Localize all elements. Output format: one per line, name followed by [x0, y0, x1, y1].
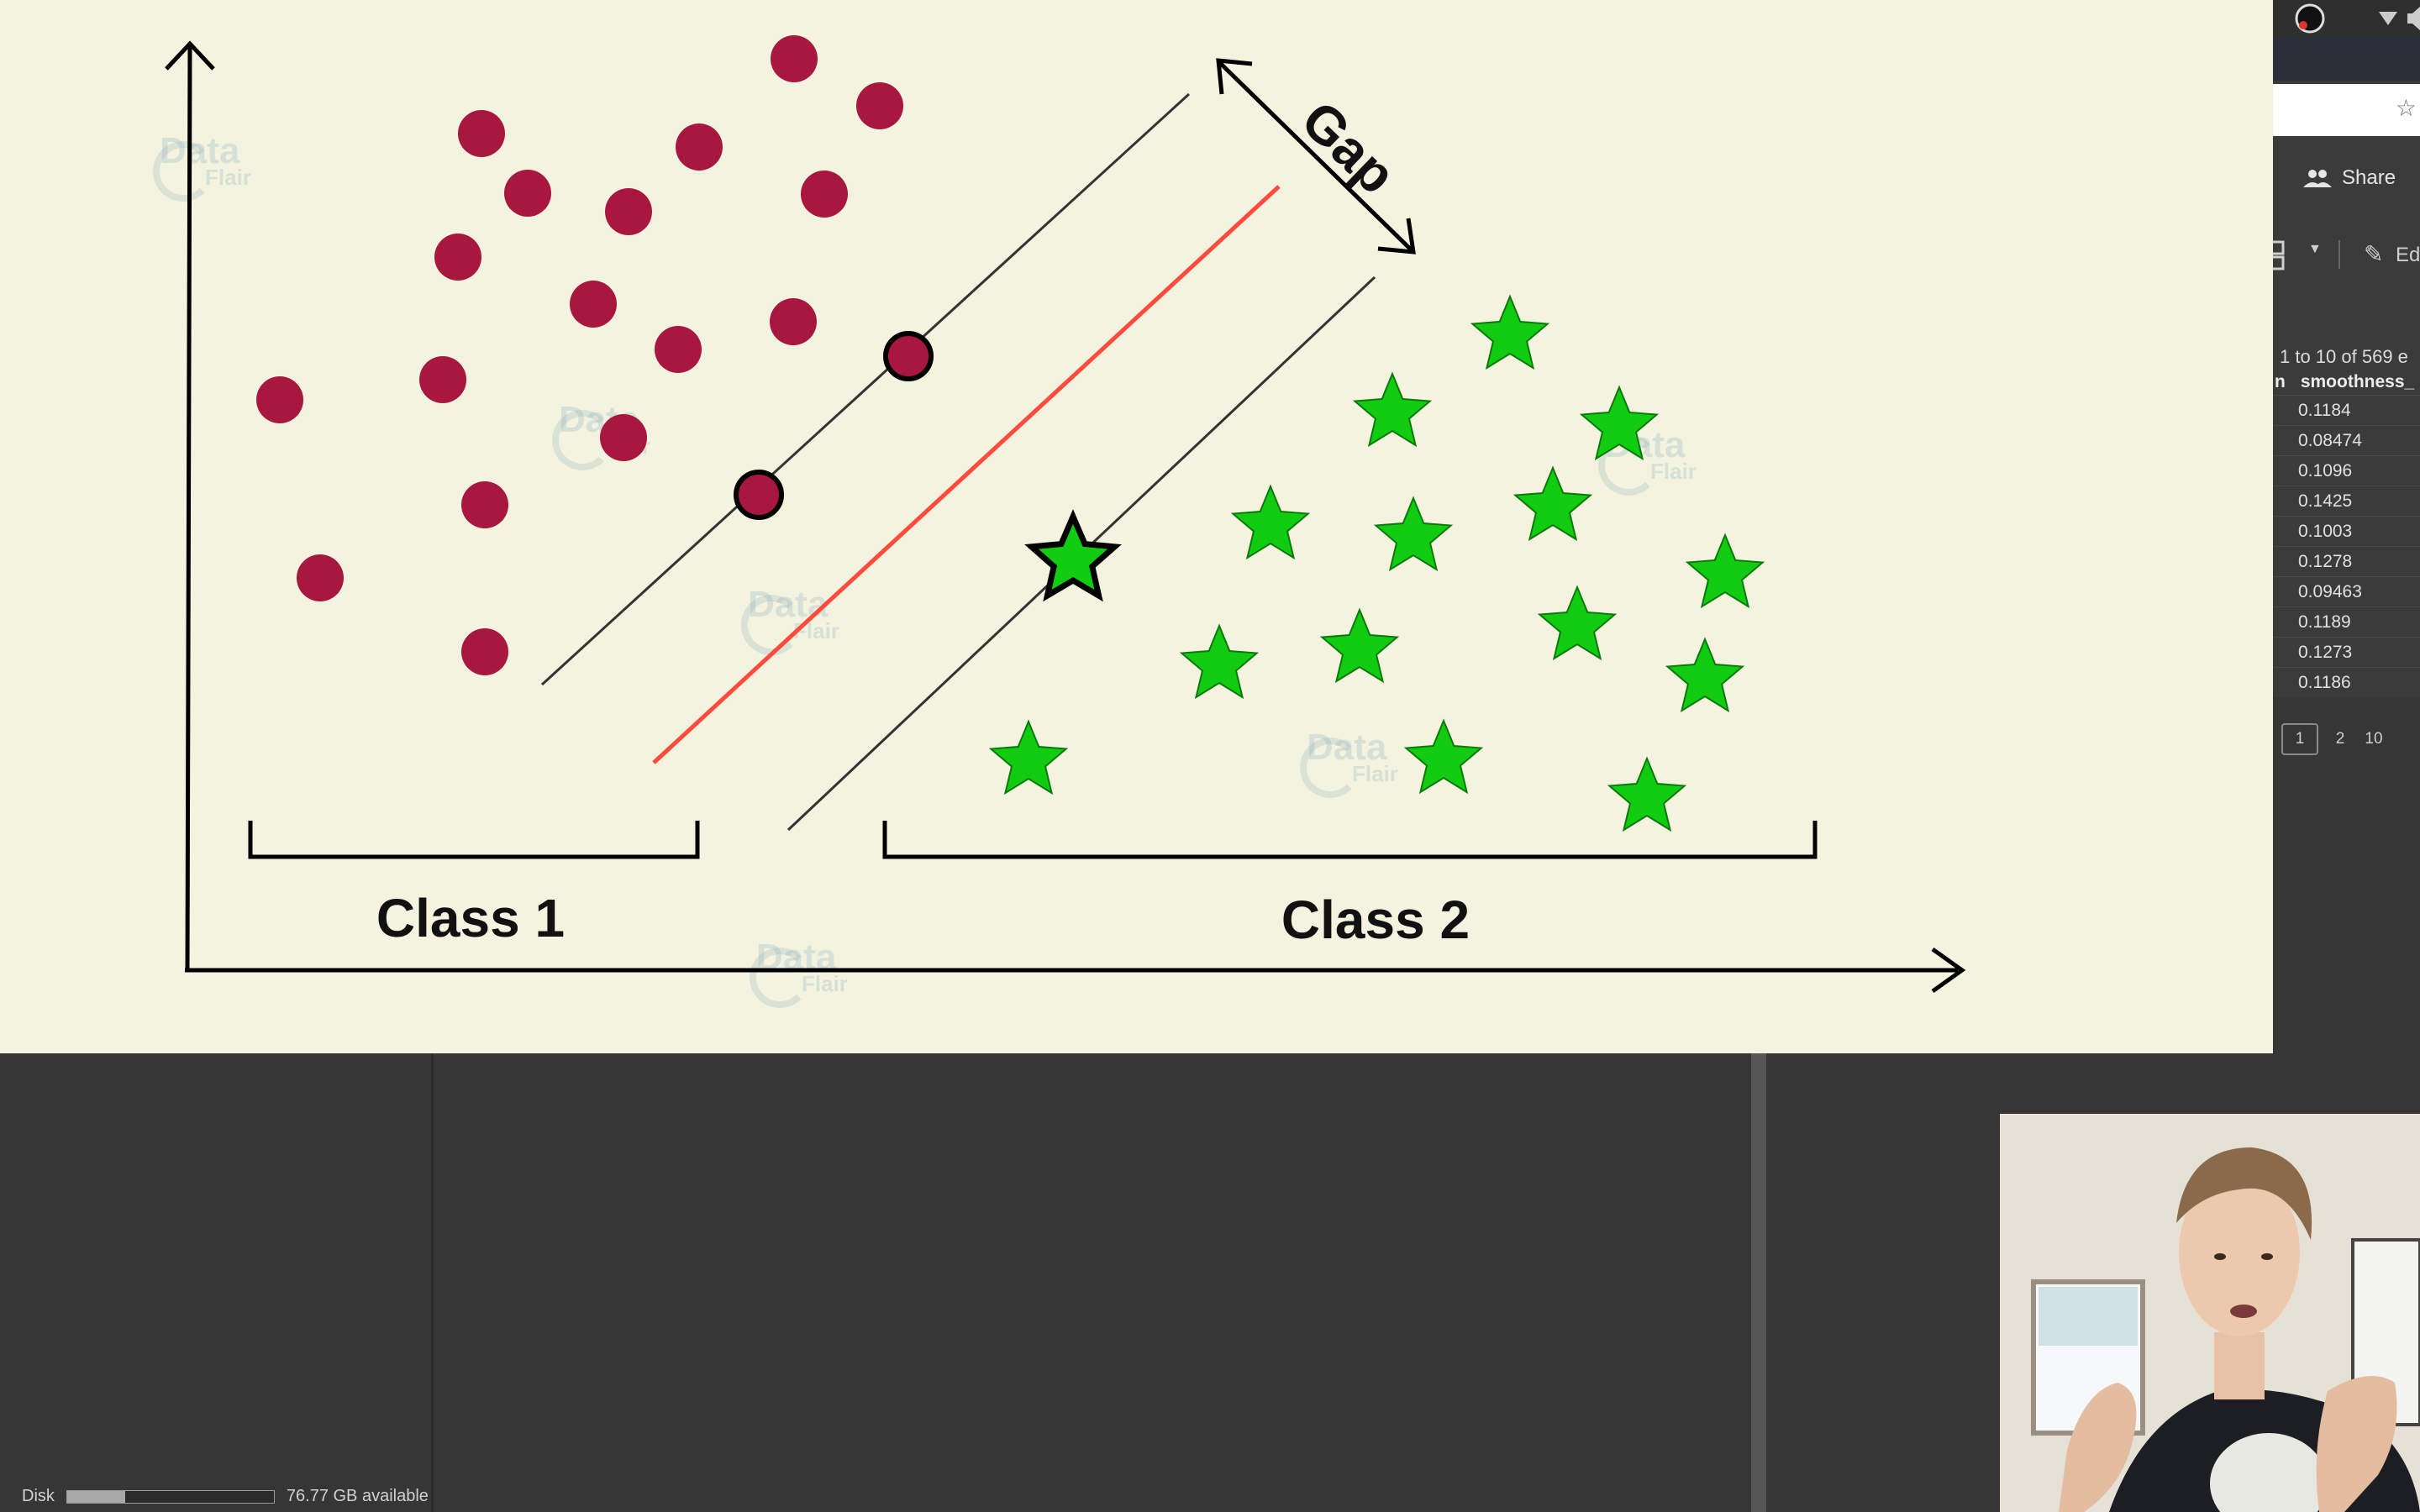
share-label: Share — [2342, 166, 2396, 189]
class2-points — [988, 294, 1765, 832]
class2-point — [1352, 371, 1433, 448]
class1-point — [458, 110, 505, 157]
class1-point — [655, 326, 702, 373]
people-icon — [2303, 170, 2332, 187]
toolbar-row: ▼ ✎ Edi — [2273, 235, 2420, 274]
class1-point — [676, 123, 723, 171]
table-cell: 0.1096 — [2273, 455, 2420, 486]
class1-point — [297, 554, 344, 601]
table-cell: 0.09463 — [2273, 576, 2420, 606]
system-tray — [2273, 0, 2420, 37]
class2-point — [1470, 294, 1550, 370]
class2-point — [1403, 718, 1484, 795]
bookmark-star-icon[interactable]: ☆ — [2395, 95, 2417, 121]
obs-icon[interactable] — [2295, 3, 2325, 34]
disk-usage-bar — [66, 1489, 275, 1504]
class2-point — [1537, 585, 1618, 661]
class2-point — [1230, 484, 1311, 560]
class1-point — [600, 414, 647, 461]
volume-icon[interactable] — [2407, 7, 2420, 30]
class2-point — [1319, 607, 1400, 684]
hyperplane-line — [652, 185, 1281, 764]
class1-point — [856, 82, 903, 129]
class2-support-vector — [1024, 509, 1122, 602]
class1-point — [256, 376, 303, 423]
class2-point — [1373, 496, 1454, 572]
class1-support-vector — [734, 470, 784, 520]
class2-point — [1665, 637, 1745, 713]
class1-point — [434, 234, 481, 281]
gap-label: Gap — [1290, 89, 1407, 205]
disk-label: Disk — [22, 1487, 55, 1505]
presenter-video-icon — [2000, 1114, 2420, 1512]
class2-point — [1685, 533, 1765, 609]
column-header[interactable]: n smoothness_ — [2273, 370, 2420, 395]
class2-point — [1579, 385, 1660, 461]
class2-point — [1512, 465, 1593, 542]
column-header-name: smoothness_ — [2300, 372, 2415, 391]
page-button[interactable]: 2 — [2335, 730, 2345, 748]
layout-icon[interactable] — [2273, 239, 2307, 272]
table-cell: 0.1273 — [2273, 637, 2420, 667]
table-cell: 0.08474 — [2273, 425, 2420, 455]
class1-support-vector — [883, 331, 934, 381]
chevron-down-icon[interactable]: ▼ — [2308, 242, 2322, 256]
class2-label: Class 2 — [1281, 890, 1470, 950]
gap-arrow — [1216, 58, 1416, 255]
pencil-icon[interactable]: ✎ — [2364, 241, 2384, 267]
y-axis — [165, 40, 215, 971]
share-button[interactable]: Share — [2303, 166, 2396, 190]
class1-point — [770, 298, 817, 345]
class1-point — [801, 171, 848, 218]
pane-divider[interactable] — [431, 1053, 434, 1512]
page-button-current[interactable]: 1 — [2281, 723, 2318, 755]
row-count: 1 to 10 of 569 e — [2280, 346, 2408, 367]
scrollbar[interactable] — [1751, 1053, 1766, 1512]
address-bar[interactable]: ☆ — [2273, 84, 2420, 136]
column-header-prefix: n — [2275, 372, 2286, 391]
class1-point — [461, 628, 508, 675]
disk-available: 76.77 GB available — [286, 1487, 429, 1505]
table-cell: 0.1184 — [2273, 395, 2420, 425]
class1-point — [419, 356, 466, 403]
class1-point — [570, 281, 617, 328]
presenter-webcam — [2000, 1114, 2420, 1512]
disk-status: Disk 76.77 GB available — [22, 1487, 429, 1506]
class1-bracket — [248, 821, 700, 859]
class2-point — [988, 719, 1069, 795]
class2-point — [1607, 756, 1687, 832]
table-cell: 0.1425 — [2273, 486, 2420, 516]
class1-label: Class 1 — [376, 888, 565, 948]
upper-margin-line — [540, 92, 1191, 686]
class1-point — [605, 188, 652, 235]
x-axis — [185, 947, 1966, 994]
pagination: 1 2 10 — [2273, 718, 2420, 760]
tab-strip — [2273, 37, 2420, 81]
toolbar-separator — [2338, 240, 2340, 269]
class2-point — [1179, 623, 1260, 700]
class1-point — [461, 481, 508, 528]
class1-point — [771, 35, 818, 82]
table-cell: 0.1189 — [2273, 606, 2420, 637]
table-cell: 0.1278 — [2273, 546, 2420, 576]
data-table: 1 to 10 of 569 e n smoothness_ 0.1184 0.0… — [2273, 344, 2420, 697]
class2-bracket — [882, 821, 1818, 859]
edit-button[interactable]: Edi — [2396, 244, 2420, 266]
table-cell: 0.1186 — [2273, 667, 2420, 697]
page-button[interactable]: 10 — [2365, 730, 2383, 748]
table-cell: 0.1003 — [2273, 516, 2420, 546]
class1-point — [504, 170, 551, 217]
browser-side-panel: ☆ Share ▼ ✎ Edi 1 to 10 of 569 e nsmooth… — [2273, 0, 2420, 697]
wifi-icon[interactable] — [2379, 12, 2397, 25]
class1-points — [256, 35, 934, 675]
